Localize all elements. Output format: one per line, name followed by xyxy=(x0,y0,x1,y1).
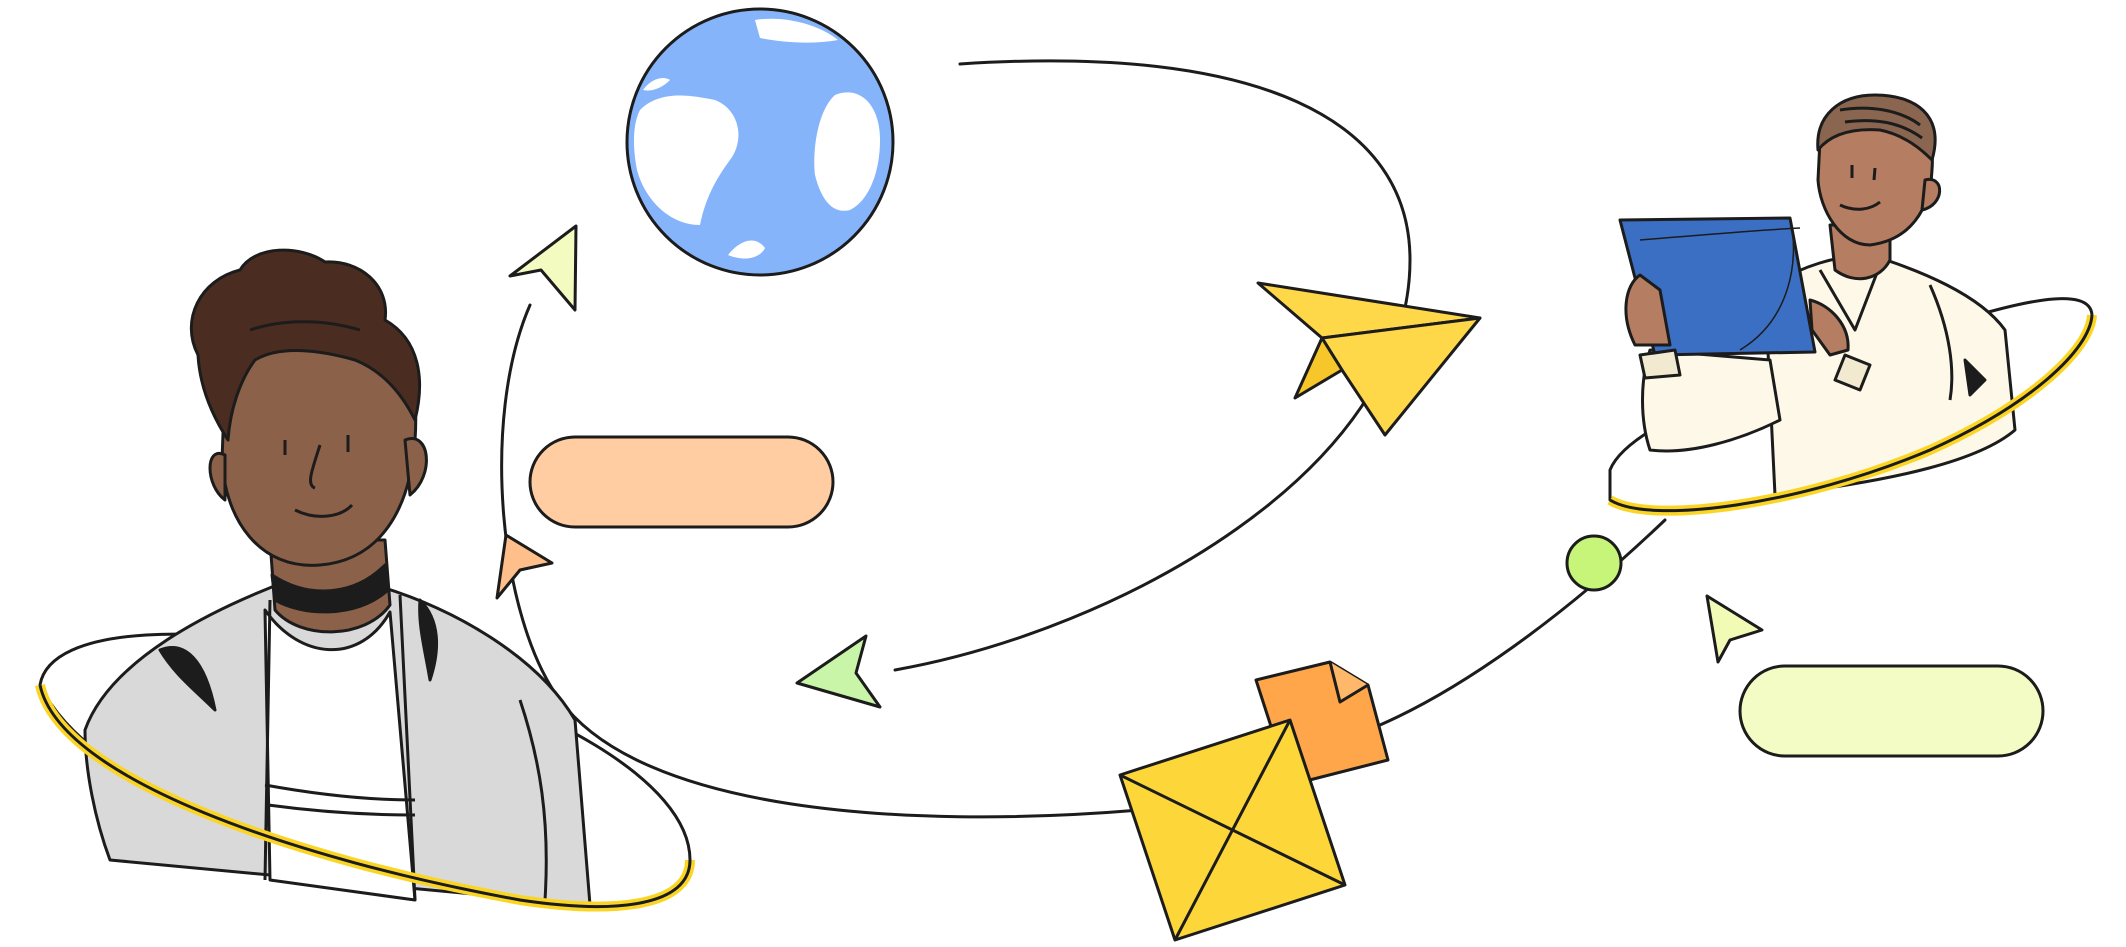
cursor-arrow-icon xyxy=(1707,596,1762,662)
flow-curve-left xyxy=(502,305,1140,817)
placeholder-pill-lime xyxy=(1740,666,2043,756)
globe-icon xyxy=(627,9,893,275)
avatar-right xyxy=(1610,95,2092,512)
cursor-arrow-icon xyxy=(497,535,552,598)
placeholder-pill-peach xyxy=(530,437,833,527)
avatar-left xyxy=(40,250,690,906)
cursor-arrow-icon xyxy=(510,226,576,310)
flow-curve-right xyxy=(1380,520,1665,725)
paper-plane-icon xyxy=(1258,283,1480,435)
cursor-arrow-icon xyxy=(797,636,880,707)
status-dot xyxy=(1567,536,1621,590)
